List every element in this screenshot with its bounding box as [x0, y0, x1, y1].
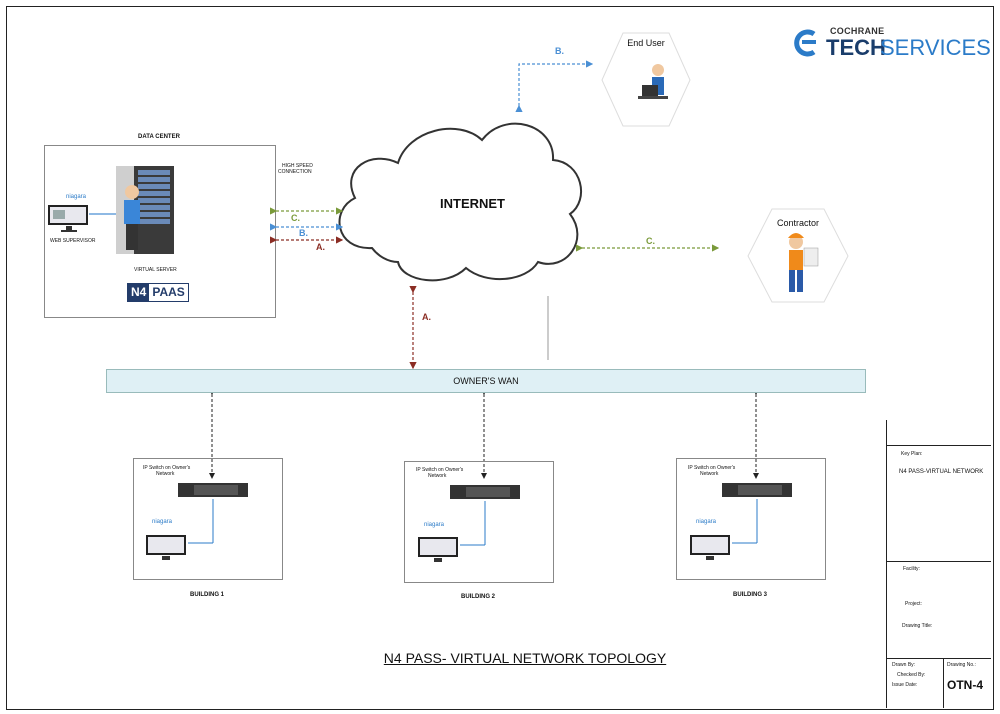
project-label: Project:: [905, 601, 922, 607]
building-3-devices: [690, 483, 792, 560]
contractor-hex: [747, 208, 849, 303]
building-2-switch-label-2: Network: [428, 473, 447, 479]
link-label-b-datacenter: B.: [299, 228, 308, 238]
web-supervisor-label: WEB SUPERVISOR: [50, 238, 96, 244]
building-1-label: BUILDING 1: [189, 592, 224, 598]
drawing-title: N4 PASS- VIRTUAL NETWORK TOPOLOGY: [383, 650, 667, 666]
logo-main-tech: TECH: [826, 35, 886, 60]
drawn-by-label: Drawn By:: [892, 662, 916, 668]
logo-top-text: COCHRANE: [830, 26, 885, 36]
contractor-label: Contractor: [776, 218, 820, 228]
owners-wan-bar: OWNER'S WAN: [106, 369, 866, 393]
building-2-niagara: niagara: [424, 522, 445, 528]
owners-wan-label: OWNER'S WAN: [453, 376, 519, 386]
datacenter-title: DATA CENTER: [138, 134, 180, 140]
building-1-switch-label-1: IP Switch on Owner's: [143, 465, 191, 471]
building-1-switch-label-2: Network: [156, 471, 175, 477]
building-3-box: [676, 458, 826, 580]
building-2-devices: [418, 485, 520, 562]
datacenter-niagara-logo: niagara: [66, 194, 87, 200]
building-3-label: BUILDING 3: [732, 592, 767, 598]
building-3-switch-label-1: IP Switch on Owner's: [688, 465, 736, 471]
link-label-a-datacenter: A.: [316, 242, 325, 252]
building-2-label: BUILDING 2: [460, 594, 495, 600]
drawing-title-label: Drawing Title:: [902, 623, 933, 629]
link-label-c-datacenter: C.: [291, 213, 300, 223]
virtual-server-label: VIRTUAL SERVER: [134, 267, 177, 273]
building-1-niagara: niagara: [152, 519, 173, 525]
link-label-c-contractor: C.: [646, 236, 655, 246]
company-logo: COCHRANE TECH SERVICES: [792, 26, 991, 62]
drawing-no-value: OTN-4: [947, 678, 983, 692]
badge-paas: PAAS: [152, 285, 185, 299]
end-user-label: End User: [627, 38, 665, 48]
end-user-hex: [601, 32, 691, 127]
building-1-devices: [146, 483, 248, 560]
building-3-switch-label-2: Network: [700, 471, 719, 477]
building-3-niagara: niagara: [696, 519, 717, 525]
facility-label: Facility:: [903, 566, 920, 572]
building-2-switch-label-1: IP Switch on Owner's: [416, 467, 464, 473]
n4-paas-badge: N4 PAAS: [127, 283, 189, 302]
internet-label: INTERNET: [440, 196, 505, 211]
title-block: Key Plan: N4 PASS-VIRTUAL NETWORK Facili…: [886, 420, 991, 708]
high-speed-label-1: HIGH SPEED: [282, 163, 313, 169]
datacenter-box: [44, 145, 276, 318]
drawing-no-label: Drawing No.:: [947, 662, 976, 668]
logo-main-services: SERVICES: [880, 35, 991, 60]
building-1-box: [133, 458, 283, 580]
link-label-a-wan: A.: [422, 312, 431, 322]
logo-mark-icon: [794, 29, 816, 57]
datacenter-monitor-icon: [48, 205, 128, 232]
key-plan-value: N4 PASS-VIRTUAL NETWORK: [899, 469, 984, 475]
high-speed-label-2: CONNECTION: [278, 169, 312, 175]
building-2-box: [404, 461, 554, 583]
issue-date-label: Issue Date:: [892, 682, 918, 688]
link-label-b-enduser: B.: [555, 46, 564, 56]
badge-n4: N4: [128, 284, 150, 301]
checked-by-label: Checked By:: [897, 672, 926, 678]
internet-cloud: [338, 122, 583, 282]
drawing-frame: [6, 6, 994, 710]
server-person-icon: [116, 166, 174, 254]
key-plan-label: Key Plan:: [901, 451, 923, 457]
